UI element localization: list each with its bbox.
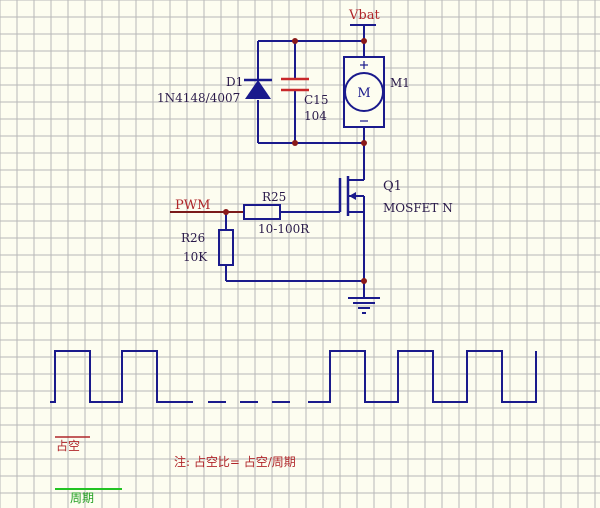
vbat-label: Vbat <box>348 8 380 23</box>
capacitor-value: 104 <box>304 109 327 123</box>
r26-ref: R26 <box>181 231 205 245</box>
diode-triangle <box>245 80 271 99</box>
junction-dot <box>292 140 298 146</box>
waveform-right <box>308 350 537 403</box>
junction-dot <box>361 38 367 44</box>
r26-value: 10K <box>183 250 208 264</box>
waveform-left <box>50 350 193 403</box>
pwm-net-label: PWM <box>175 198 210 213</box>
diode-value: 1N4148/4007 <box>157 91 240 105</box>
junction-dot <box>361 278 367 284</box>
capacitor-ref: C15 <box>304 93 328 107</box>
mosfet-ref: Q1 <box>383 179 402 194</box>
junction-dot <box>361 140 367 146</box>
mosfet-value: MOSFET N <box>383 201 453 215</box>
motor-m1: M <box>343 56 385 128</box>
duty-label: 占空 <box>56 438 80 453</box>
motor-circuit <box>257 24 376 180</box>
period-label: 周期 <box>70 491 94 505</box>
r25-value: 10-100R <box>258 222 310 236</box>
mosfet-arrow <box>349 192 356 200</box>
ground-symbol <box>348 297 380 314</box>
junctions <box>223 38 367 284</box>
pwm-waveform <box>50 350 537 403</box>
motor-ref: M1 <box>390 76 410 90</box>
motor-circle <box>344 72 384 112</box>
duty-cycle-note: 注: 占空比= 占空/周期 <box>174 454 296 469</box>
junction-dot <box>292 38 298 44</box>
r25-ref: R25 <box>262 190 286 204</box>
diode-ref: D1 <box>226 75 243 89</box>
motor-symbol: M <box>357 86 370 101</box>
diode-d1 <box>244 78 272 99</box>
junction-dot <box>223 209 229 215</box>
capacitor-c15 <box>281 77 309 92</box>
